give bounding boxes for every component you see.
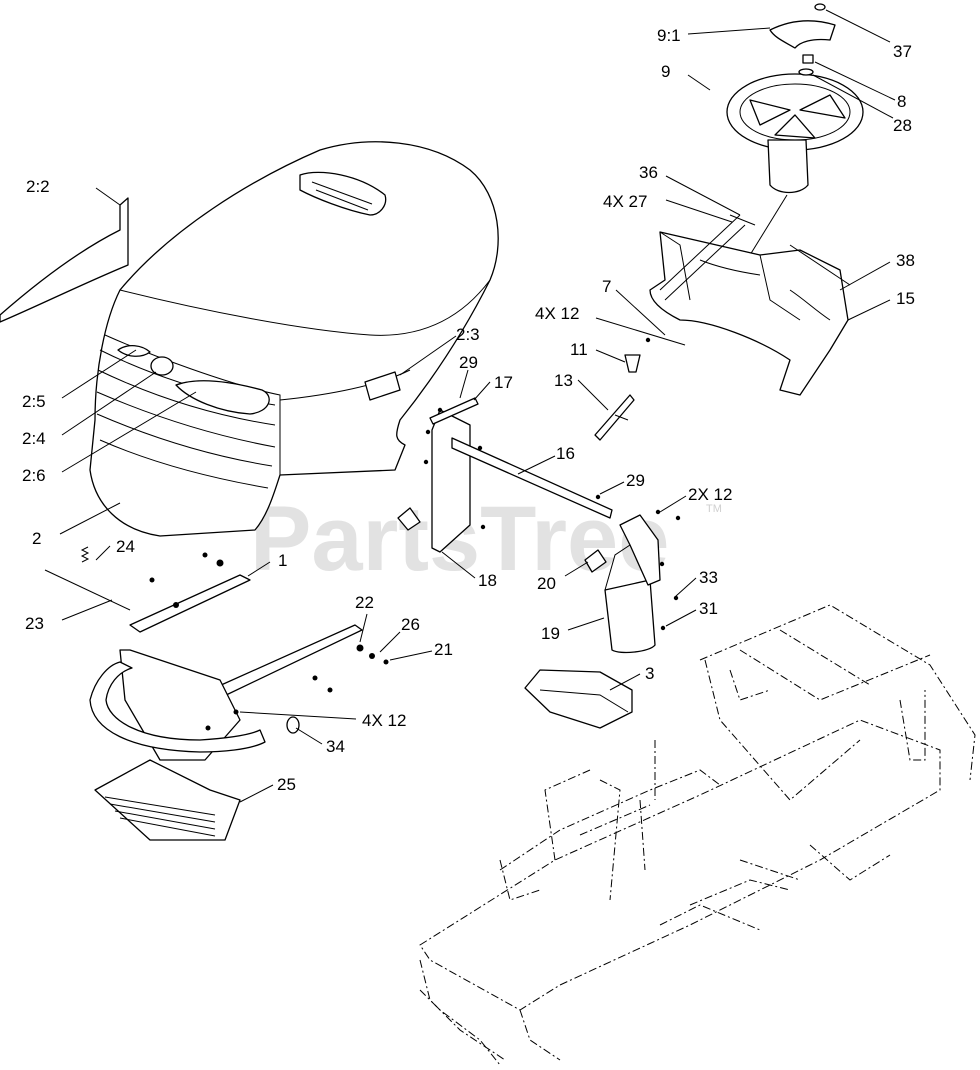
callout-19: 19	[541, 624, 560, 643]
callout-29-b: 29	[626, 471, 645, 490]
callout-9-1: 9:1	[657, 26, 681, 45]
hood-shell	[89, 141, 499, 537]
steering-wheel-assembly	[726, 3, 864, 256]
callout-26: 26	[401, 615, 420, 634]
battery-tray	[524, 669, 633, 729]
callout-15: 15	[896, 289, 915, 308]
leader-lines	[59, 9, 896, 803]
callout-16: 16	[556, 444, 575, 463]
knob-11	[624, 354, 641, 373]
hood-assembly	[89, 141, 499, 537]
callout-38: 38	[896, 251, 915, 270]
callout-2x12: 2X 12	[688, 485, 732, 504]
front-bumper-assembly	[44, 546, 363, 841]
hardware	[149, 337, 681, 731]
steering-column	[767, 139, 809, 194]
hood-side-decal	[364, 371, 401, 401]
lever-13	[594, 394, 635, 441]
dash-panel	[649, 214, 851, 396]
callout-34: 34	[326, 737, 345, 756]
hood-top-seam	[119, 279, 491, 336]
callout-18: 18	[478, 571, 497, 590]
callout-13: 13	[554, 371, 573, 390]
callout-2-2: 2:2	[26, 177, 50, 196]
callout-1: 1	[278, 551, 287, 570]
hood-side-line	[279, 369, 411, 401]
spring-24	[80, 546, 90, 563]
callout-17: 17	[494, 373, 513, 392]
panel-bracket	[397, 397, 613, 573]
callout-2-3: 2:3	[456, 325, 480, 344]
clip-20	[584, 549, 607, 573]
callout-21: 21	[434, 640, 453, 659]
callout-24: 24	[116, 537, 135, 556]
callout-4x12-top: 4X 12	[535, 304, 579, 323]
watermark-trademark: TM	[706, 503, 722, 515]
decal-2-2	[0, 197, 129, 323]
hood-logo-right	[175, 380, 270, 415]
steering-small-cap	[814, 3, 826, 11]
callout-labels: 2:2 2 2:3 2:5 2:4 2:6 9:1 37 9 8 28 36 4…	[22, 26, 915, 794]
steering-cap	[769, 20, 836, 49]
steering-nut	[802, 54, 814, 64]
bushing-34	[286, 716, 300, 734]
callout-31: 31	[699, 599, 718, 618]
callout-7: 7	[602, 277, 611, 296]
column-support	[604, 514, 661, 654]
steering-wheel-rim	[726, 73, 864, 151]
steering-washer	[798, 68, 814, 76]
callout-9: 9	[661, 62, 670, 81]
callout-4x27: 4X 27	[603, 192, 647, 211]
callout-4x12-bottom: 4X 12	[362, 711, 406, 730]
tractor-frame	[419, 604, 976, 1066]
hood-emblem	[150, 356, 174, 376]
callout-3: 3	[645, 664, 654, 683]
callout-8: 8	[897, 92, 906, 111]
callout-2-6: 2:6	[22, 466, 46, 485]
callout-37: 37	[893, 42, 912, 61]
hood-front-edge	[104, 334, 281, 475]
callout-2-5: 2:5	[22, 392, 46, 411]
callout-20: 20	[537, 574, 556, 593]
callout-33: 33	[699, 568, 718, 587]
tie-rod-23	[44, 569, 131, 611]
front-grill-25	[94, 759, 241, 841]
callout-29-a: 29	[459, 353, 478, 372]
callout-28: 28	[893, 116, 912, 135]
callout-25: 25	[277, 775, 296, 794]
callout-2-4: 2:4	[22, 429, 46, 448]
callout-11: 11	[570, 340, 588, 359]
callout-2: 2	[32, 529, 41, 548]
callout-36: 36	[639, 163, 658, 182]
callout-23: 23	[25, 614, 44, 633]
callout-22: 22	[355, 593, 374, 612]
bumper-tube	[89, 661, 266, 753]
